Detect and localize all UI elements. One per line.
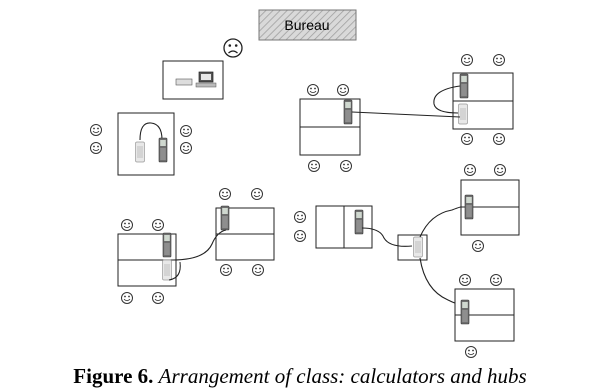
smiley-face-icon — [90, 142, 102, 154]
smiley-face-icon — [252, 264, 264, 276]
computer-icon — [175, 71, 217, 88]
smiley-face-icon — [121, 292, 133, 304]
calculator-icon — [220, 205, 230, 231]
smiley-face-icon — [461, 54, 473, 66]
smiley-face-icon — [294, 211, 306, 223]
smiley-face-icon — [220, 264, 232, 276]
caption-label: Figure 6. — [73, 364, 154, 388]
calculator-icon — [158, 137, 168, 163]
calculator-icon — [459, 73, 469, 99]
calculator-icon — [162, 232, 172, 258]
hub-icon — [413, 236, 423, 258]
desk-group-bottom-left — [117, 188, 275, 304]
smiley-face-icon — [340, 160, 352, 172]
smiley-face-icon — [90, 124, 102, 136]
smiley-face-icon — [337, 84, 349, 96]
smiley-face-icon — [464, 164, 476, 176]
smiley-face-icon — [472, 240, 484, 252]
smiley-face-icon — [180, 142, 192, 154]
central-hub — [397, 234, 428, 261]
smiley-face-icon — [294, 230, 306, 242]
bureau-box — [258, 9, 357, 41]
smiley-face-icon — [121, 219, 133, 231]
smiley-face-icon — [219, 188, 231, 200]
desk-group-center-bottom — [294, 205, 373, 249]
classroom-diagram: Bureau — [90, 9, 520, 358]
calculator-icon — [464, 194, 474, 220]
smiley-face-icon — [494, 164, 506, 176]
bureau-label: Bureau — [284, 17, 329, 33]
sad-face-icon — [223, 38, 243, 58]
figure-caption: Figure 6. Arrangement of class: calculat… — [0, 362, 600, 390]
desk-group-right-middle — [460, 164, 520, 252]
smiley-face-icon — [251, 188, 263, 200]
hub-icon — [135, 141, 145, 163]
hub-icon — [162, 259, 172, 281]
desk-group-top-right — [433, 54, 514, 145]
calculator-icon — [460, 299, 470, 325]
hub-icon — [458, 103, 468, 125]
calculator-icon — [354, 209, 364, 235]
smiley-face-icon — [308, 160, 320, 172]
smiley-face-icon — [493, 133, 505, 145]
smiley-face-icon — [307, 84, 319, 96]
caption-text: Arrangement of class: calculators and hu… — [158, 364, 527, 388]
smiley-face-icon — [459, 274, 471, 286]
desk-group-right-bottom — [454, 274, 515, 358]
smiley-face-icon — [180, 125, 192, 137]
smiley-face-icon — [152, 292, 164, 304]
smiley-face-icon — [493, 54, 505, 66]
smiley-face-icon — [461, 133, 473, 145]
smiley-face-icon — [490, 274, 502, 286]
smiley-face-icon — [152, 219, 164, 231]
teacher-desk — [162, 60, 224, 100]
desk-group-center-top — [299, 84, 361, 172]
smiley-face-icon — [465, 346, 477, 358]
desk-group-left — [90, 112, 192, 176]
calculator-icon — [343, 99, 353, 125]
